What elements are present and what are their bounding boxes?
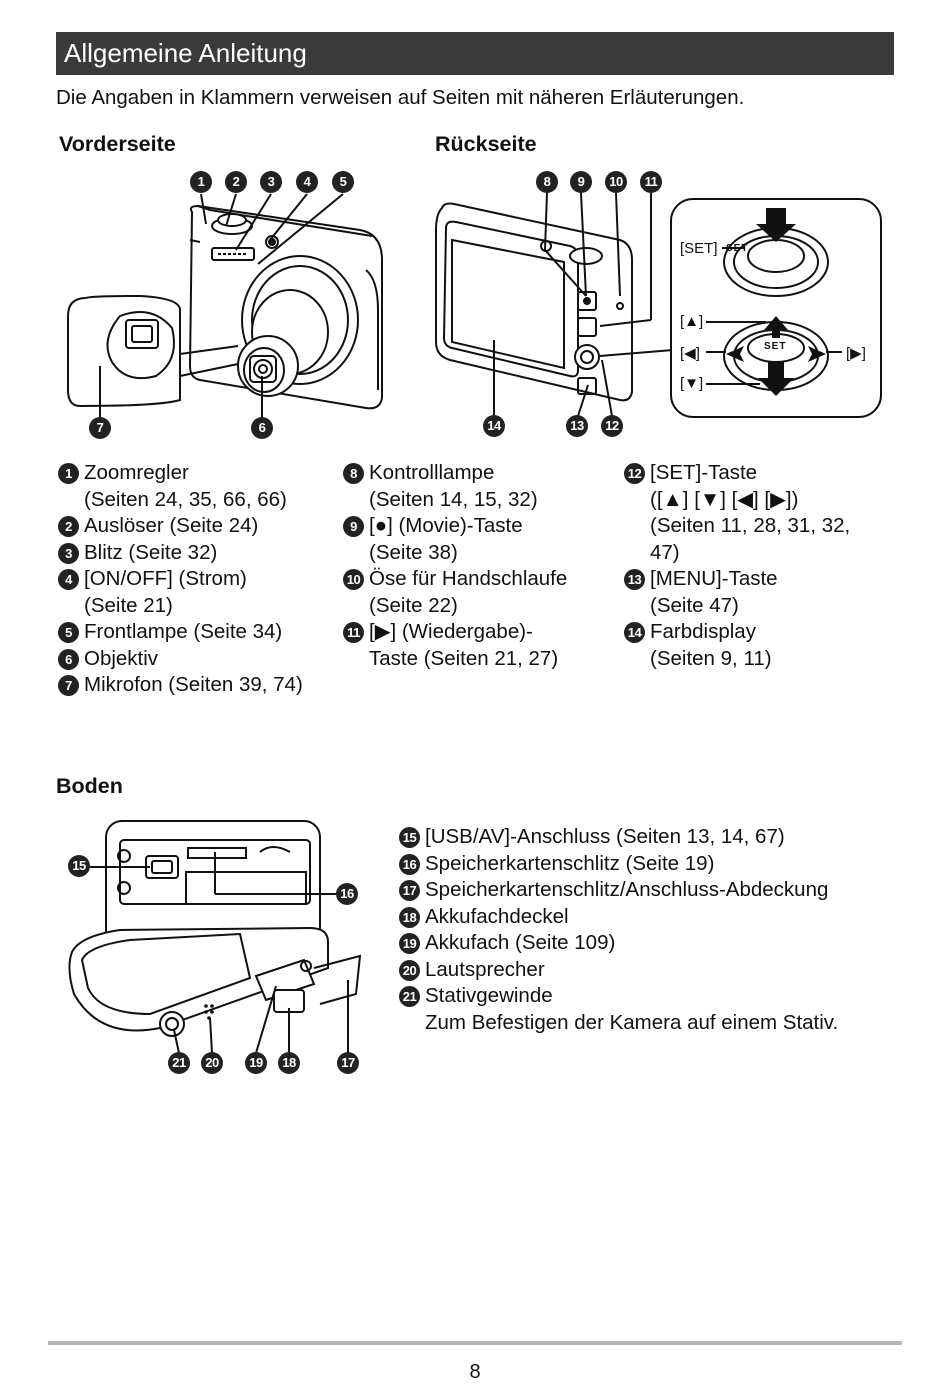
marker-2: 2 bbox=[225, 171, 247, 193]
marker-8: 8 bbox=[536, 171, 558, 193]
front-camera-illustration bbox=[67, 204, 383, 410]
marker-15: 15 bbox=[68, 855, 90, 877]
set-button-detail bbox=[670, 198, 882, 418]
list-item: 15[USB/AV]-Anschluss (Seiten 13, 14, 67) bbox=[399, 824, 899, 851]
marker-5: 5 bbox=[332, 171, 354, 193]
list-item: 4[ON/OFF] (Strom)(Seite 21) bbox=[58, 566, 348, 619]
list-item: 11[▶] (Wiedergabe)-Taste (Seiten 21, 27) bbox=[343, 619, 623, 672]
marker-16: 16 bbox=[336, 883, 358, 905]
set-label-top: SET bbox=[726, 243, 749, 254]
page-number: 8 bbox=[469, 1361, 481, 1383]
bottom-camera-illustration bbox=[68, 820, 362, 1037]
marker-9: 9 bbox=[570, 171, 592, 193]
list-item: 12[SET]-Taste([▲] [▼] [◀] [▶])(Seiten 11… bbox=[624, 460, 894, 566]
marker-7: 7 bbox=[89, 417, 111, 439]
marker-17: 17 bbox=[337, 1052, 359, 1074]
back-heading: Rückseite bbox=[435, 132, 537, 156]
parts-list-bottom: 15[USB/AV]-Anschluss (Seiten 13, 14, 67)… bbox=[399, 824, 899, 1036]
marker-6: 6 bbox=[251, 417, 273, 439]
marker-1: 1 bbox=[190, 171, 212, 193]
section-title-bar: Allgemeine Anleitung bbox=[56, 32, 894, 75]
list-item: 13[MENU]-Taste(Seite 47) bbox=[624, 566, 894, 619]
callout-right: [▶] bbox=[846, 345, 866, 362]
marker-18: 18 bbox=[278, 1052, 300, 1074]
marker-3: 3 bbox=[260, 171, 282, 193]
marker-21: 21 bbox=[168, 1052, 190, 1074]
set-label-bottom: SET bbox=[764, 341, 787, 352]
front-callout-lines bbox=[99, 193, 344, 418]
front-heading: Vorderseite bbox=[59, 132, 176, 156]
marker-14: 14 bbox=[483, 415, 505, 437]
footer-divider bbox=[48, 1341, 902, 1345]
callout-up: [▲] bbox=[680, 313, 704, 330]
marker-20: 20 bbox=[201, 1052, 223, 1074]
bottom-heading: Boden bbox=[56, 774, 123, 798]
list-item: 9[●] (Movie)-Taste(Seite 38) bbox=[343, 513, 623, 566]
callout-set: [SET] bbox=[680, 240, 718, 257]
callout-down: [▼] bbox=[680, 375, 704, 392]
parts-list-col3: 12[SET]-Taste([▲] [▼] [◀] [▶])(Seiten 11… bbox=[624, 460, 894, 672]
marker-10: 10 bbox=[605, 171, 627, 193]
callout-left: [◀] bbox=[680, 345, 700, 362]
marker-12: 12 bbox=[601, 415, 623, 437]
marker-19: 19 bbox=[245, 1052, 267, 1074]
marker-13: 13 bbox=[566, 415, 588, 437]
intro-text: Die Angaben in Klammern verweisen auf Se… bbox=[56, 86, 745, 109]
marker-11: 11 bbox=[640, 171, 662, 193]
page-title: Allgemeine Anleitung bbox=[64, 38, 307, 68]
marker-4: 4 bbox=[296, 171, 318, 193]
